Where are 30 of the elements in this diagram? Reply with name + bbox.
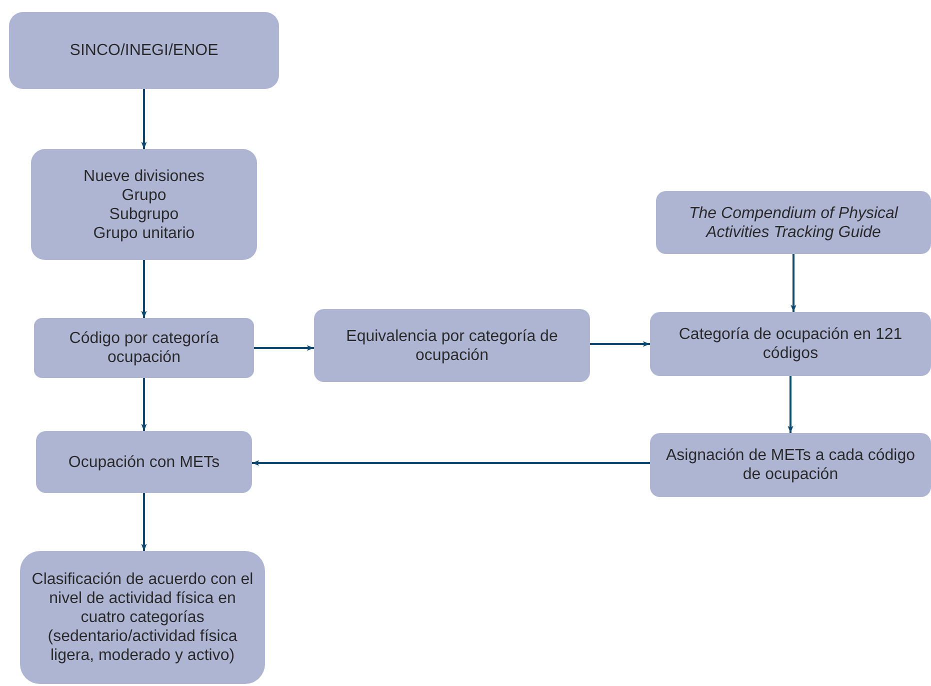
arrow xyxy=(590,341,650,347)
box-text: Grupo xyxy=(122,186,166,204)
box-text: Clasificación de acuerdo con el nivel de actividad física en cuatro categorías (sedentario/actividad física ligera, moderado y activo) xyxy=(30,570,254,665)
arrow xyxy=(141,378,147,431)
box-text: Ocupación con METs xyxy=(68,452,220,472)
process-box xyxy=(650,312,931,376)
box-text: SINCO/INEGI/ENOE xyxy=(70,41,218,60)
arrow xyxy=(141,493,147,551)
process-box xyxy=(31,149,257,260)
arrow xyxy=(252,460,650,466)
process-box xyxy=(34,318,254,378)
box-text: Categoría de ocupación en 121 códigos xyxy=(678,325,904,363)
box-text: Grupo unitario xyxy=(93,224,195,242)
arrow xyxy=(788,376,794,433)
arrow xyxy=(254,345,314,351)
arrow xyxy=(141,89,147,149)
arrow xyxy=(141,260,147,318)
process-box xyxy=(20,551,265,684)
process-box xyxy=(656,191,931,254)
process-box xyxy=(9,12,279,89)
box-text: Subgrupo xyxy=(109,204,179,224)
box-text: Equivalencia por categoría de ocupación xyxy=(345,326,559,364)
process-box xyxy=(36,431,252,493)
box-text: Nueve divisiones xyxy=(84,166,204,186)
process-box xyxy=(314,309,590,382)
box-text: Asignación de METs a cada código de ocupación xyxy=(664,446,916,484)
arrow xyxy=(790,254,796,312)
box-text: Código por categoría ocupación xyxy=(68,329,220,367)
box-text: The Compendium of Physical Activities Tracking Guide xyxy=(688,204,900,242)
process-box xyxy=(650,433,931,497)
